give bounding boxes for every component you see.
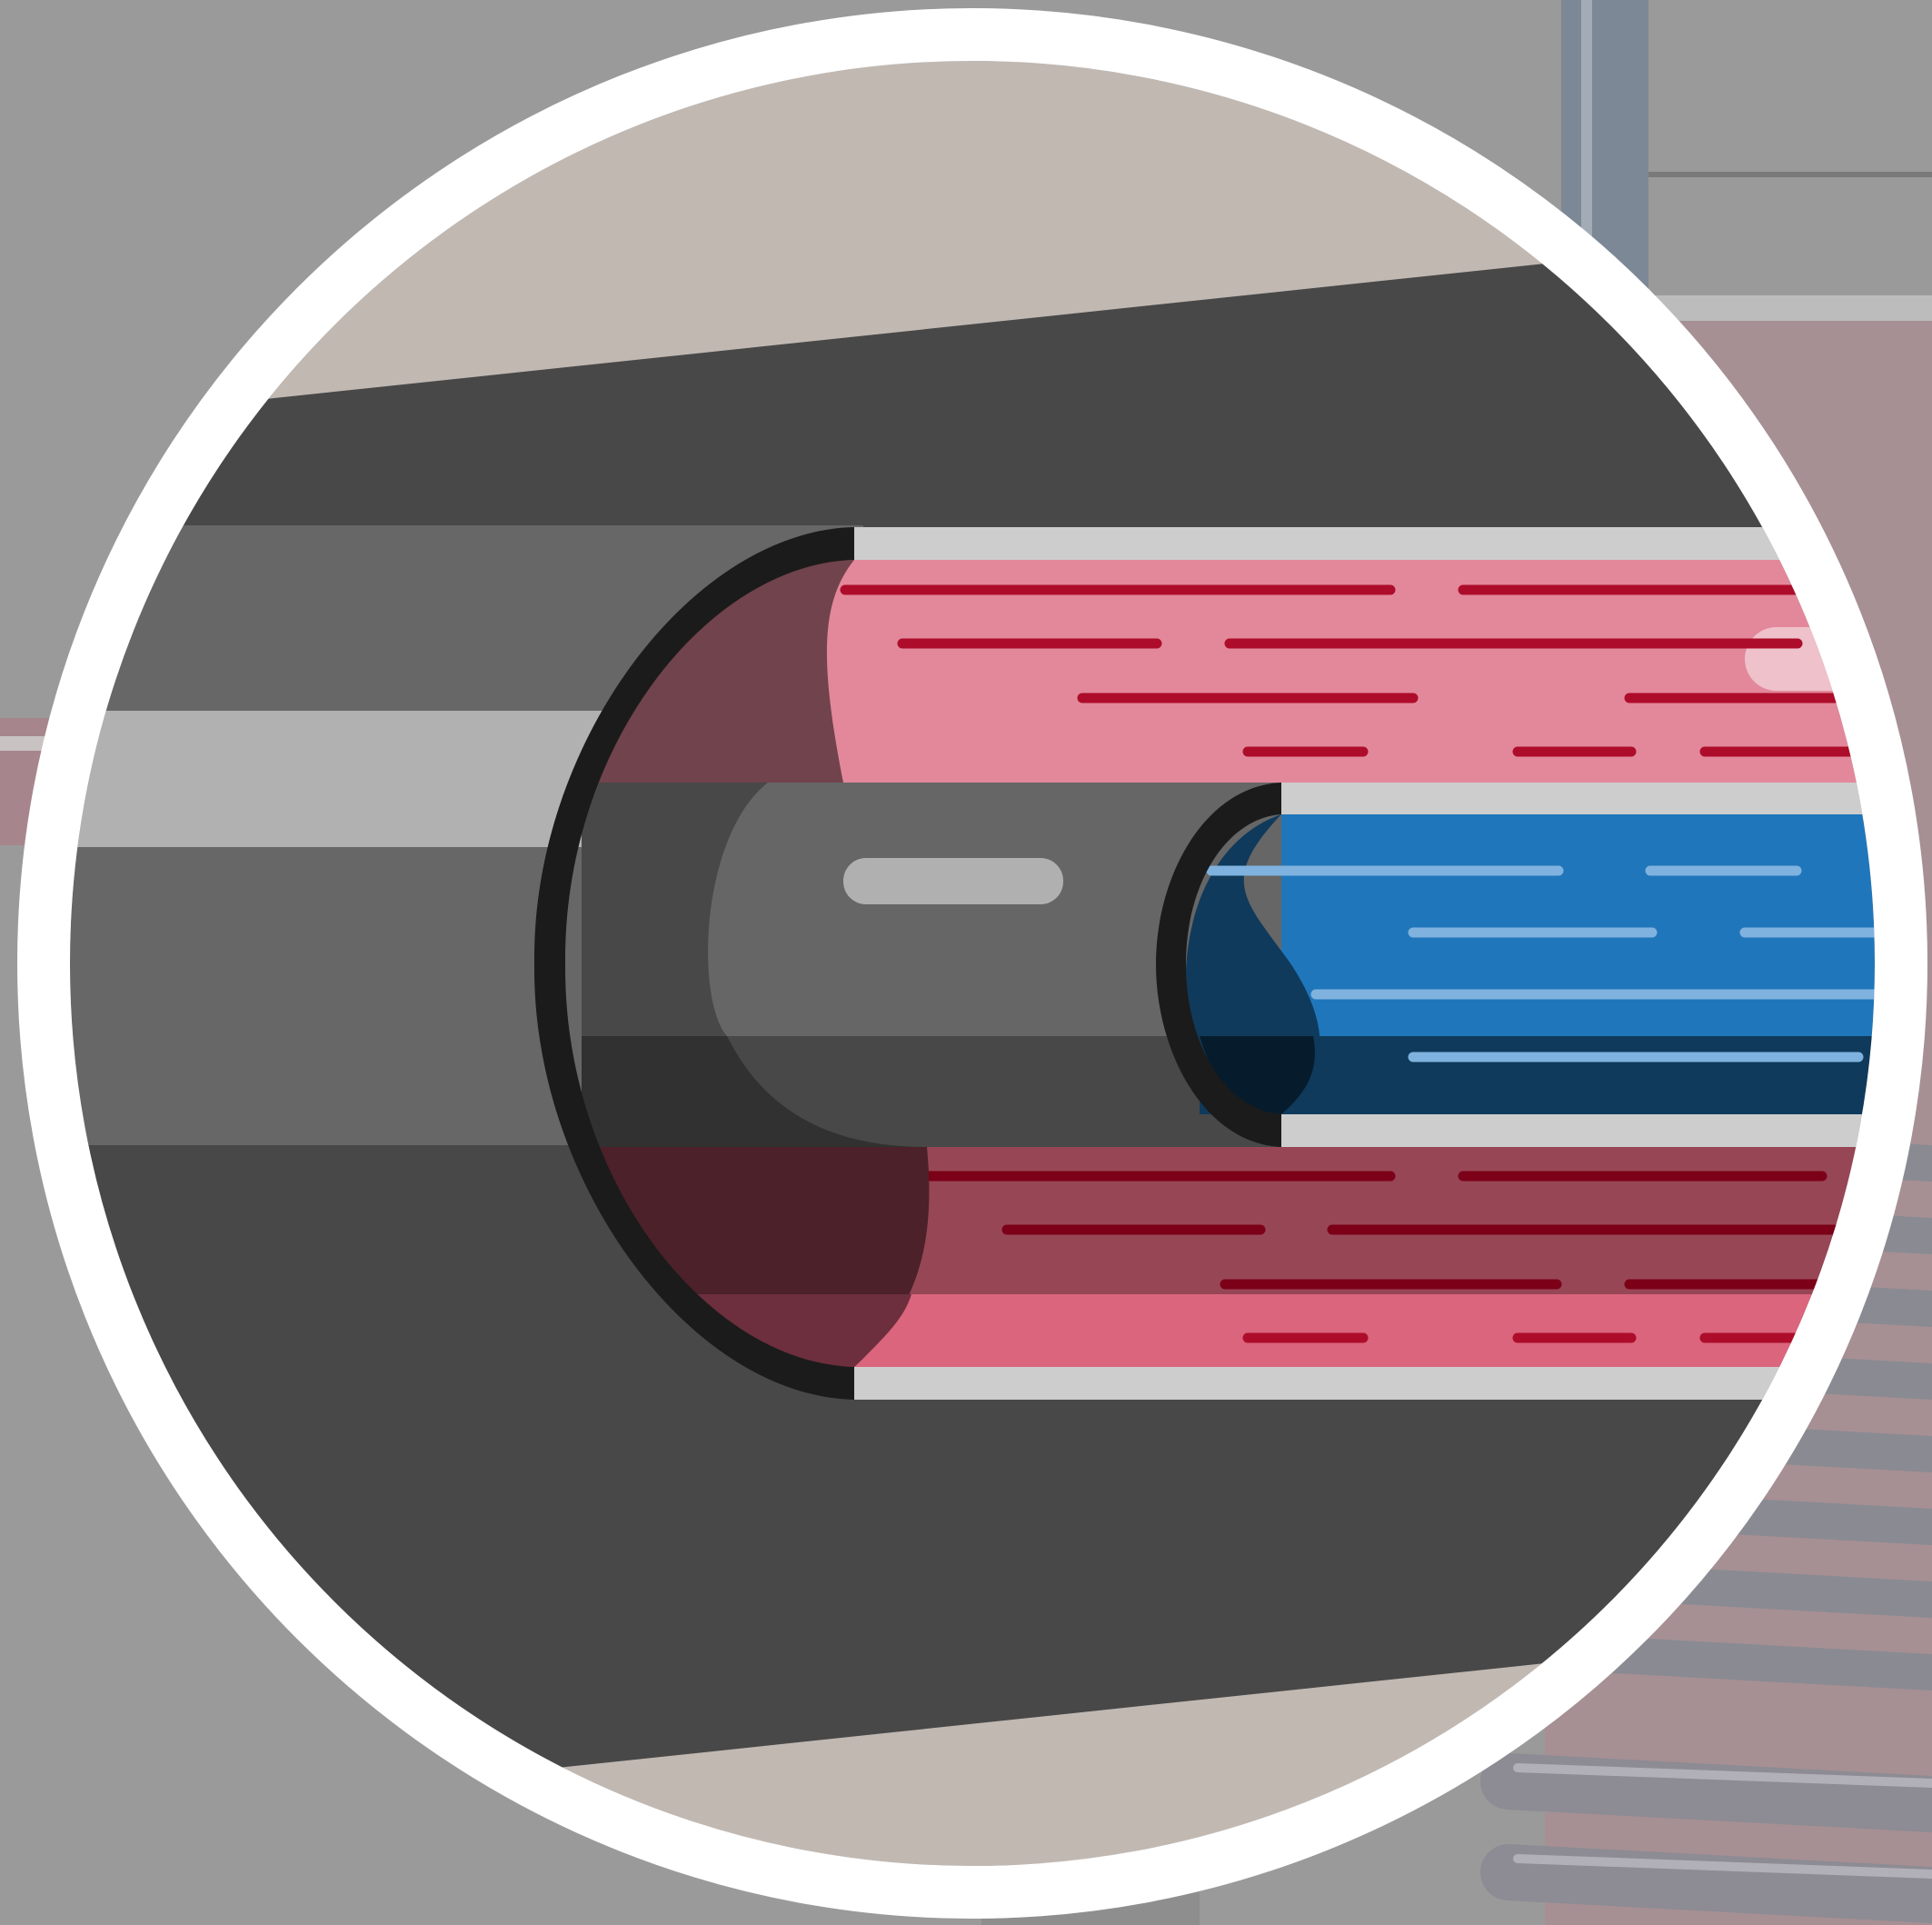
shield-layer (1281, 783, 1932, 814)
blue-conductor (1281, 814, 1932, 1036)
shield-layer (1281, 1114, 1932, 1147)
insulation-label (843, 858, 1063, 904)
